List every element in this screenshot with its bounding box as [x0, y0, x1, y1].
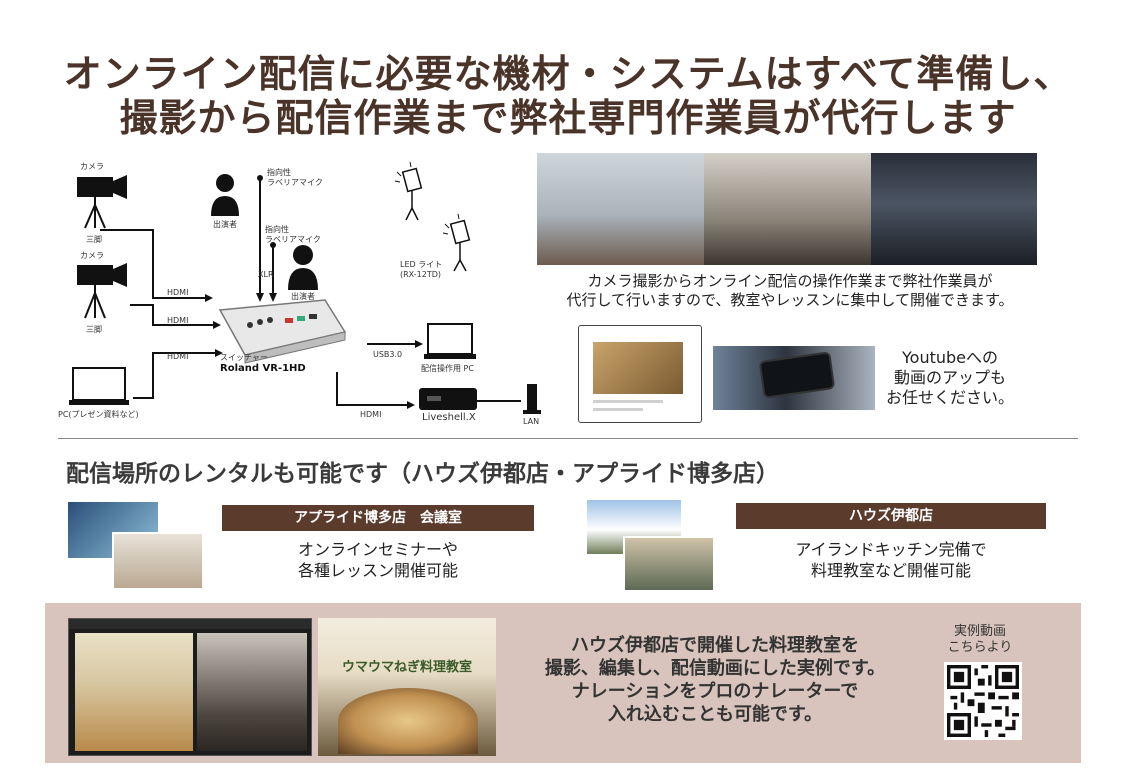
youtube-text-line-1: Youtubeへの — [902, 348, 998, 367]
smartphone-photo — [713, 346, 875, 410]
headline: オンライン配信に必要な機材・システムはすべて準備し、 撮影から配信作業まで弊社専… — [0, 52, 1136, 140]
qr-code-graphic — [947, 665, 1019, 737]
youtube-meta-bar — [593, 408, 643, 411]
section-divider — [58, 438, 1078, 439]
youtube-text-line-3: お任せください。 — [885, 388, 1014, 407]
haus-ito-photo-2 — [623, 536, 715, 592]
applied-hakata-photo-2 — [112, 532, 204, 590]
switcher-label: スイッチャー — [220, 353, 268, 362]
qr-label-line-2: こちらより — [947, 640, 1013, 655]
hdmi-label-3: HDMI — [167, 352, 189, 361]
audio-mixer-photo — [704, 153, 872, 265]
performer-1-icon — [211, 174, 239, 216]
led-label-line-1: LED ライト — [400, 260, 443, 269]
venue-b-desc-line-2: 料理教室など開催可能 — [810, 561, 971, 580]
youtube-text-line-2: 動画のアップも — [893, 368, 1006, 387]
youtube-page-illustration — [578, 325, 702, 423]
switcher-name: Roland VR-1HD — [220, 363, 306, 374]
venue-a-description: オンラインセミナーや 各種レッスン開催可能 — [222, 539, 534, 581]
qr-label-line-1: 実例動画 — [953, 624, 1006, 639]
headline-line-1: オンライン配信に必要な機材・システムはすべて準備し、 — [63, 52, 1073, 96]
mic-1-label-line-1: 指向性 — [267, 168, 291, 177]
hdmi-label-4: HDMI — [360, 410, 382, 419]
liveshell-icon — [419, 388, 477, 410]
presentation-pc-icon — [69, 367, 129, 405]
led-light-1-icon — [394, 161, 423, 221]
youtube-video-thumbnail — [593, 342, 683, 394]
broadcast-control-photo — [871, 153, 1037, 265]
camera-shooting-photo — [537, 153, 705, 265]
usb-label: USB3.0 — [373, 350, 403, 359]
tripod-2-label: 三脚 — [86, 325, 102, 334]
led-light-2-icon — [442, 213, 471, 272]
photo-caption-line-1: カメラ撮影からオンライン配信の操作作業まで弊社作業員が — [587, 272, 993, 290]
performer-1-label: 出演者 — [213, 220, 237, 229]
example-text-line-3: ナレーションをプロのナレーターで — [571, 681, 859, 702]
venue-b-description: アイランドキッチン完備で 料理教室など開催可能 — [736, 539, 1046, 581]
example-video-screenshot — [68, 618, 312, 756]
mic-2-label-line-1: 指向性 — [265, 225, 289, 234]
liveshell-label: Liveshell.X — [422, 412, 476, 423]
venue-a-desc-line-1: オンラインセミナーや — [297, 540, 458, 559]
venue-a-desc-line-2: 各種レッスン開催可能 — [297, 561, 458, 580]
video-camera-view — [197, 633, 307, 751]
youtube-text: Youtubeへの 動画のアップも お任せください。 — [880, 348, 1020, 408]
headline-line-2: 撮影から配信作業まで弊社専門作業員が代行します — [119, 96, 1017, 140]
example-description: ハウズ伊都店で開催した料理教室を 撮影、編集し、配信動画にした実例です。 ナレー… — [505, 634, 925, 726]
youtube-title-bar — [593, 400, 663, 403]
venue-b-desc-line-1: アイランドキッチン完備で — [795, 540, 987, 559]
cooking-class-flyer: ウマウマねぎ料理教室 — [318, 618, 496, 756]
camera-1-label: カメラ — [80, 162, 104, 171]
photo-caption-line-2: 代行して行いますので、教室やレッスンに集中して開催できます。 — [566, 291, 1014, 309]
mic-2-label-line-2: ラベリアマイク — [265, 235, 321, 244]
rental-title: 配信場所のレンタルも可能です（ハウズ伊都店・アプライド博多店） — [66, 461, 779, 487]
performer-2-label: 出演者 — [291, 292, 315, 301]
video-slide — [75, 633, 193, 751]
venue-a-name: アプライド博多店 会議室 — [222, 505, 534, 531]
example-text-line-4: 入れ込むことも可能です。 — [607, 704, 823, 725]
pc-label: PC(プレゼン資料など) — [58, 410, 139, 419]
camera-2-label: カメラ — [80, 251, 104, 260]
hdmi-label-1: HDMI — [167, 288, 189, 297]
venue-b-name: ハウズ伊都店 — [736, 503, 1046, 529]
example-text-line-1: ハウズ伊都店で開催した料理教室を — [571, 635, 859, 656]
hdmi-label-2: HDMI — [167, 316, 189, 325]
camera-1-icon — [77, 175, 127, 229]
tripod-1-label: 三脚 — [86, 235, 102, 244]
mic-1-label-line-2: ラベリアマイク — [267, 178, 323, 187]
qr-label: 実例動画 こちらより — [940, 624, 1020, 656]
operation-pc-icon — [424, 323, 476, 359]
lan-icon — [523, 384, 541, 414]
equipment-diagram: カメラ 三脚 カメラ 三脚 PC(プレゼン資料など) HDMI HDMI HDM… — [55, 150, 545, 435]
led-label-line-2: (RX-12TD) — [400, 270, 441, 279]
performer-2-icon — [288, 245, 318, 290]
xlr-label: XLR — [258, 270, 274, 279]
video-player-topbar — [69, 619, 311, 629]
photo-caption: カメラ撮影からオンライン配信の操作作業まで弊社作業員が 代行して行いますので、教… — [520, 272, 1060, 310]
diagram-graphics — [69, 161, 541, 414]
smartphone-screen — [758, 351, 836, 399]
lan-label: LAN — [523, 417, 540, 426]
switcher-icon — [218, 299, 347, 364]
flyer-food-image — [338, 688, 478, 754]
example-text-line-2: 撮影、編集し、配信動画にした実例です。 — [544, 658, 886, 679]
camera-2-icon — [77, 263, 127, 319]
flyer-title: ウマウマねぎ料理教室 — [341, 660, 472, 675]
qr-code-icon[interactable] — [944, 662, 1022, 740]
operation-pc-label: 配信操作用 PC — [421, 364, 474, 373]
